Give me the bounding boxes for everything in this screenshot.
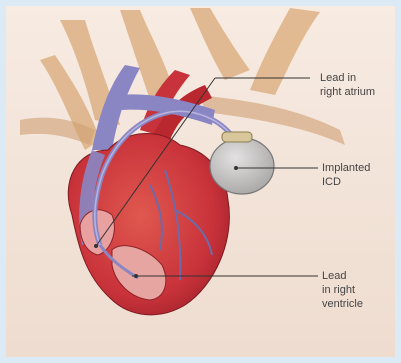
label-icd-line2: ICD: [322, 176, 341, 188]
icd-pointer-dot: [234, 166, 238, 170]
label-ventricle-line3: ventricle: [322, 298, 363, 310]
label-atrium-line1: Lead in: [320, 72, 356, 84]
ventricle-lead-tip: [134, 274, 138, 278]
label-atrium-line2: right atrium: [320, 86, 375, 98]
label-ventricle-line1: Lead: [322, 270, 346, 282]
atrium-lead-tip: [94, 244, 98, 248]
label-icd-line1: Implanted: [322, 162, 370, 174]
label-ventricle-line2: in right: [322, 284, 355, 296]
